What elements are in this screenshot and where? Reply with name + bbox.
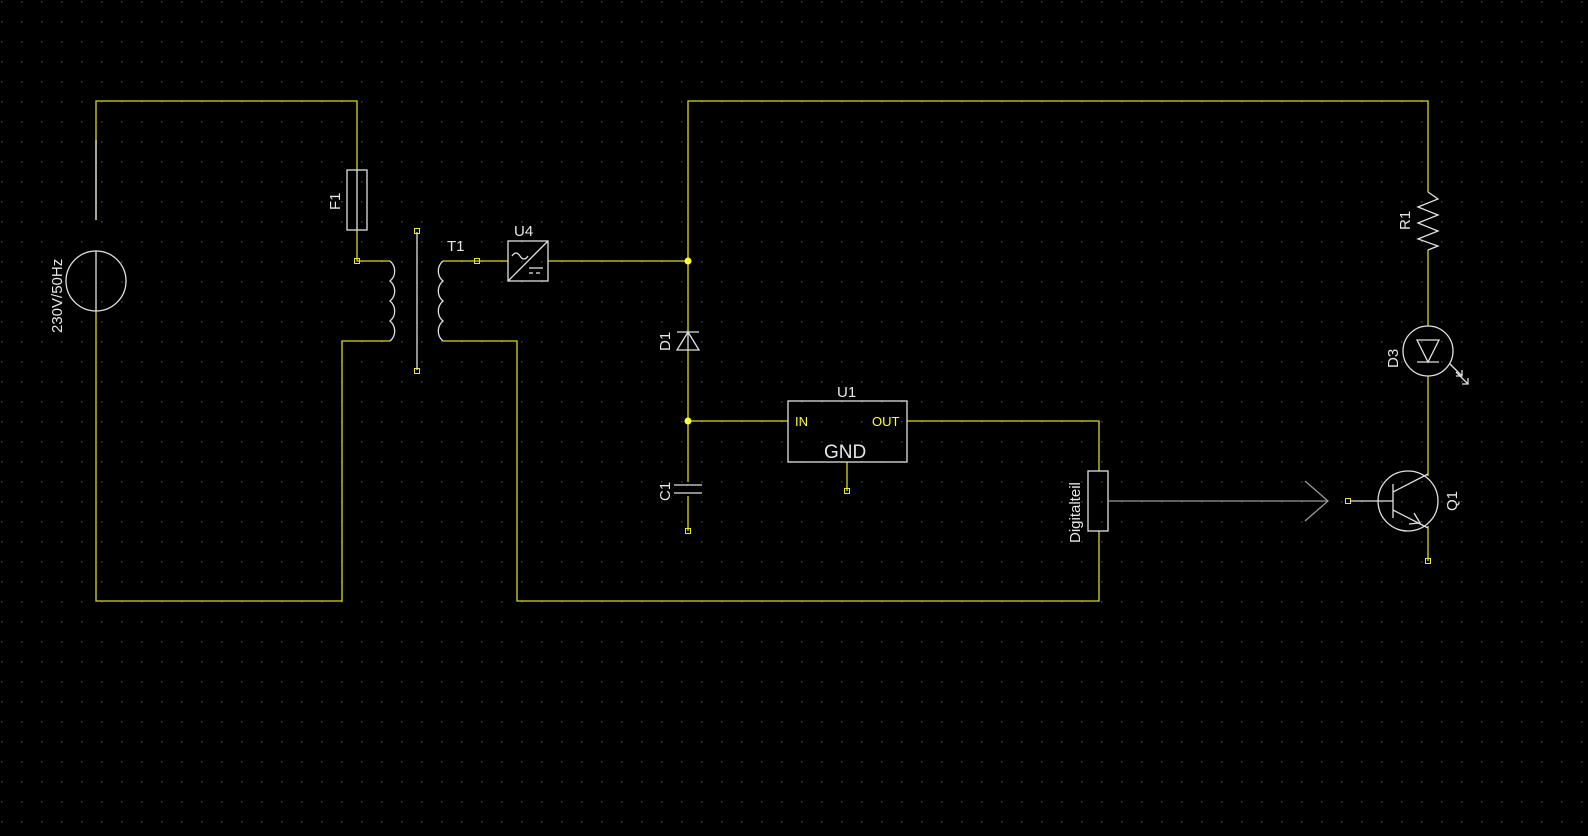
npn-transistor-icon[interactable] — [1350, 470, 1439, 532]
resistor-icon[interactable] — [1416, 191, 1440, 251]
fuse-icon[interactable] — [346, 169, 368, 231]
transformer-icon[interactable] — [388, 232, 445, 370]
wire-transformer-return[interactable] — [95, 310, 390, 602]
resistor-label: R1 — [1397, 211, 1414, 230]
led-label: D3 — [1385, 349, 1402, 368]
ac-dc-converter-icon[interactable] — [507, 240, 549, 282]
voltage-regulator-icon[interactable] — [787, 400, 908, 463]
connector-label: Digitalteil — [1067, 482, 1084, 543]
regulator-label: U1 — [837, 384, 856, 401]
wire-rail-top[interactable] — [687, 100, 1429, 261]
led-icon[interactable] — [1402, 325, 1469, 385]
connector-icon[interactable] — [1087, 470, 1329, 532]
wire-ground-return[interactable] — [443, 340, 1100, 602]
regulator-pin-in: IN — [795, 414, 808, 429]
regulator-pin-gnd: GND — [824, 442, 866, 463]
diode-label: D1 — [657, 332, 674, 351]
junction-dot — [684, 417, 692, 425]
capacitor-icon[interactable] — [674, 484, 702, 494]
diode-icon[interactable] — [675, 330, 701, 351]
ac-source-icon[interactable] — [65, 140, 127, 312]
transformer-label: T1 — [447, 238, 465, 255]
capacitor-label: C1 — [657, 482, 674, 501]
junction-dot — [684, 257, 692, 265]
fuse-label: F1 — [327, 192, 344, 210]
wires[interactable] — [95, 100, 1429, 602]
regulator-pin-out: OUT — [872, 414, 900, 429]
converter-label: U4 — [514, 223, 533, 240]
source-label: 230V/50Hz — [49, 259, 66, 333]
wire-regulator-out[interactable] — [907, 420, 1100, 471]
wire-fuse-transformer[interactable] — [356, 230, 390, 262]
transistor-label: Q1 — [1444, 491, 1461, 511]
